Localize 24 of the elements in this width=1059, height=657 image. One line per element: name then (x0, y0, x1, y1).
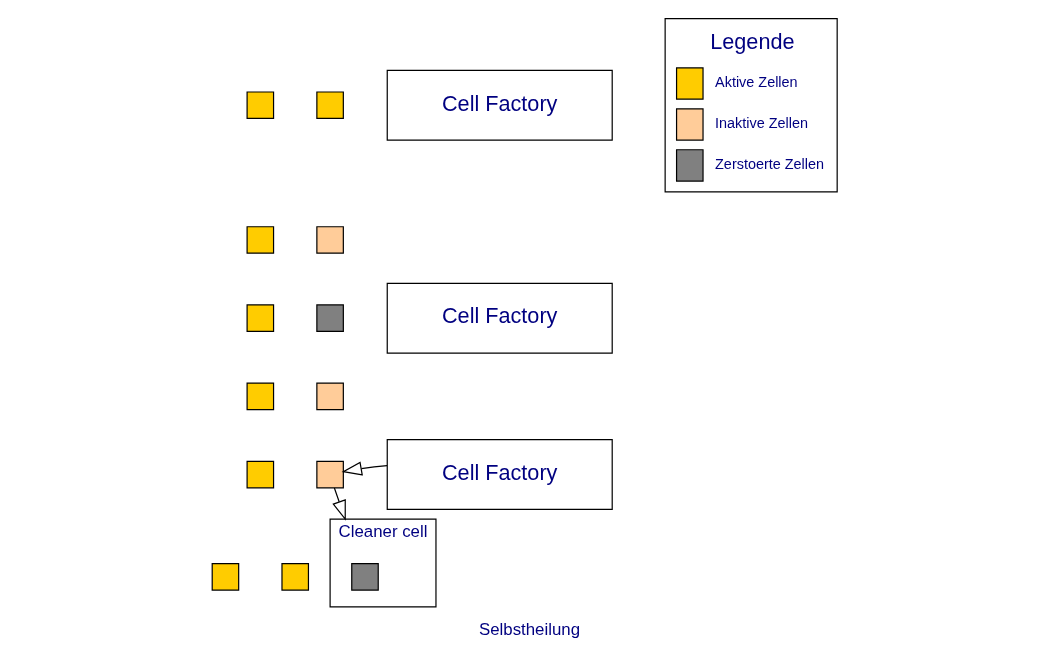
caption: Selbstheilung (478, 619, 581, 639)
node-box (246, 303, 275, 332)
arrow (341, 460, 388, 476)
node-box: Cell Factory (386, 69, 613, 141)
node-box (281, 562, 310, 591)
node-box (316, 303, 344, 332)
arrow (332, 486, 346, 521)
cluster: Cleaner cell (329, 518, 437, 607)
node-box: Cell Factory (386, 282, 613, 354)
node-box (351, 562, 379, 591)
legend-label: Inaktive Zellen (715, 114, 809, 131)
node-box (246, 225, 275, 254)
node-box (246, 90, 275, 119)
node-box (211, 562, 240, 591)
node-box (246, 460, 275, 488)
node-box (316, 90, 344, 119)
node-box: Cell Factory (386, 438, 613, 510)
node-box (246, 382, 275, 410)
legend-label: Zerstoerte Zellen (715, 155, 825, 172)
node-box (316, 225, 344, 254)
node-box (316, 460, 344, 488)
node-box (316, 382, 344, 410)
label: Legende (710, 28, 795, 54)
legend-label: Aktive Zellen (715, 73, 798, 90)
